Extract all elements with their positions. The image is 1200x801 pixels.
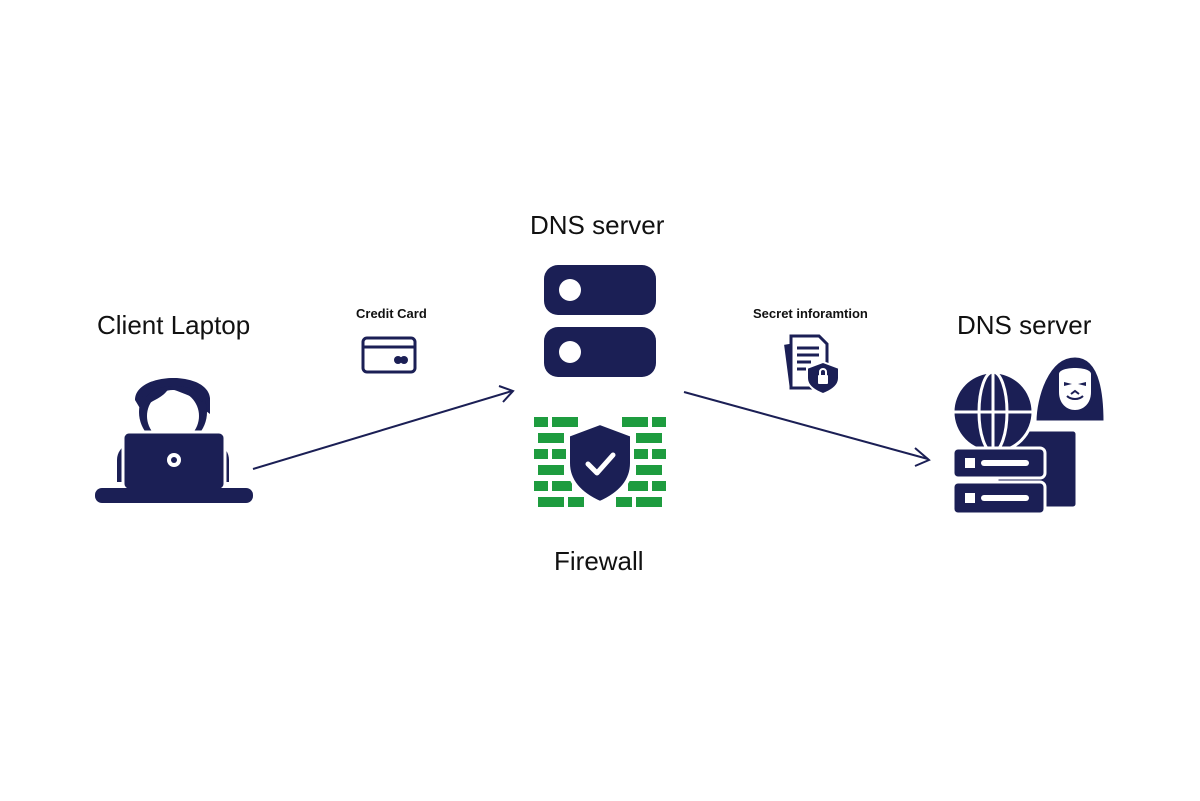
- secret-information-label: Secret inforamtion: [753, 306, 868, 321]
- arrow-client-to-dns: [252, 385, 515, 470]
- user-laptop-icon: [95, 377, 253, 503]
- firewall-label: Firewall: [554, 546, 644, 576]
- firewall-shield-icon: [534, 417, 666, 507]
- credit-card-icon: [361, 336, 417, 374]
- client-laptop-label: Client Laptop: [97, 310, 251, 340]
- arrow-dns-to-attacker: [683, 391, 931, 467]
- dns-server-center-label: DNS server: [530, 210, 665, 240]
- hacker-globe-server-icon: [951, 354, 1107, 516]
- dns-server-right-label: DNS server: [957, 310, 1092, 340]
- credit-card-label: Credit Card: [356, 306, 427, 321]
- secret-documents-icon: [781, 334, 840, 396]
- server-rack-icon: [544, 265, 656, 377]
